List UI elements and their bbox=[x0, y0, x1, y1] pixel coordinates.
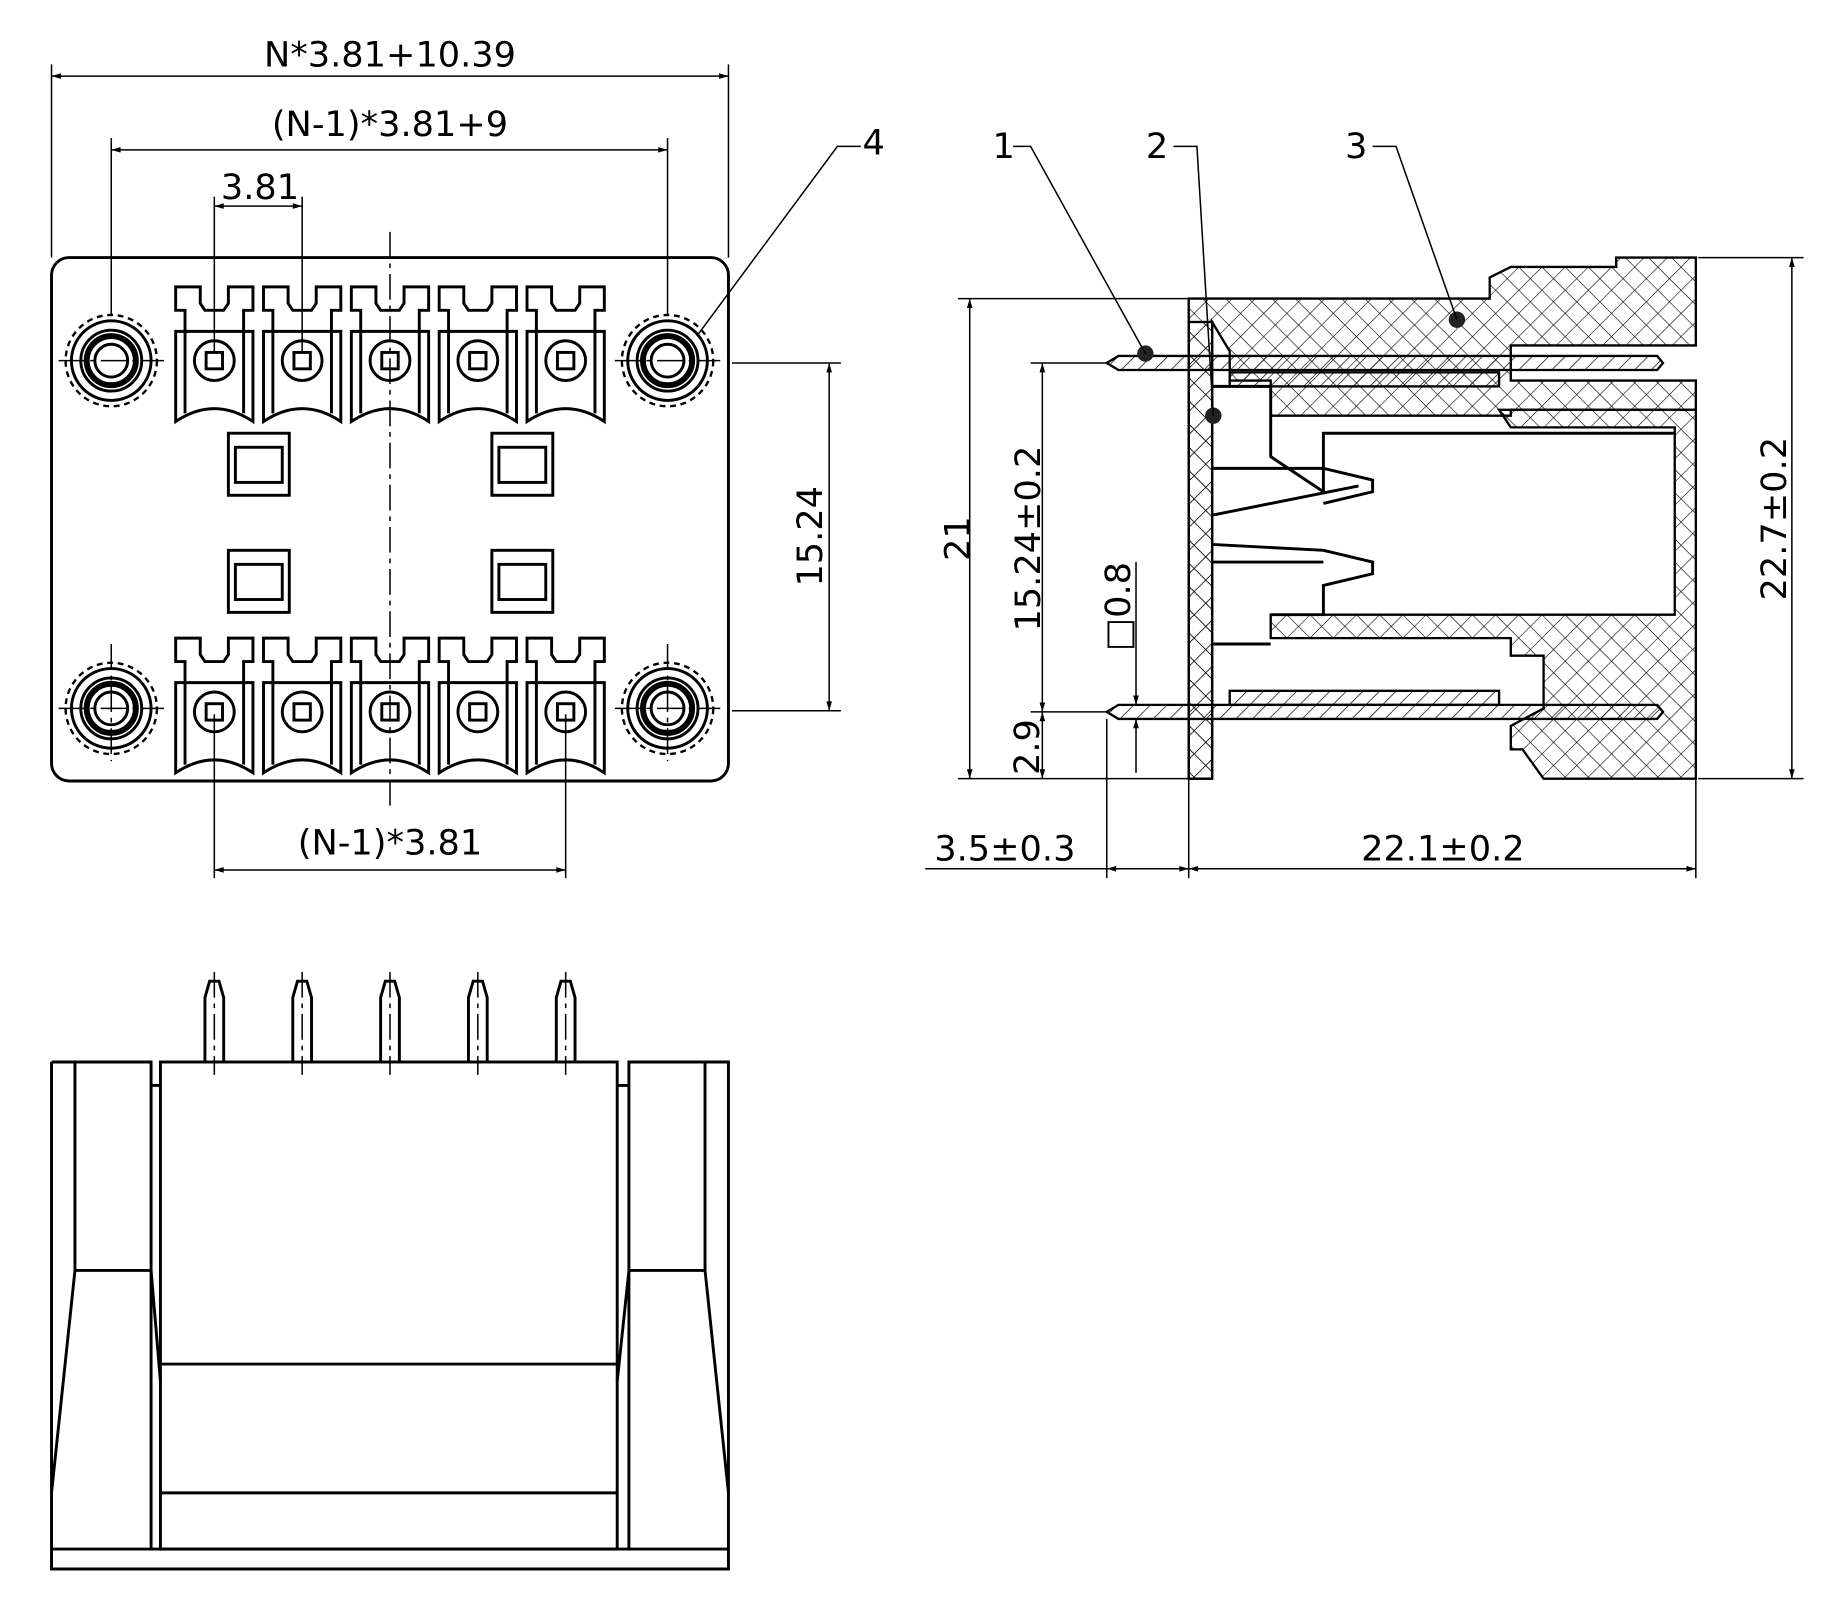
dim-body-length: 22.1±0.2 bbox=[1361, 829, 1525, 870]
mounting-holes bbox=[58, 315, 721, 762]
pin-top bbox=[1104, 354, 1665, 372]
dim-height-21: 21 bbox=[938, 516, 979, 561]
housing-section-top bbox=[1187, 256, 1698, 780]
dim-pin-span: (N-1)*3.81 bbox=[298, 823, 483, 864]
dim-pin-offset: 2.9 bbox=[1007, 719, 1048, 775]
dim-pitch: 3.81 bbox=[221, 167, 299, 208]
dim-mount-pitch: (N-1)*3.81+9 bbox=[272, 104, 508, 145]
side-view: 1 2 3 21 15.24±0.2 □0.8 2.9 22.7±0.2 3.5… bbox=[925, 126, 1804, 879]
dimension-lines bbox=[50, 64, 861, 879]
side-dimension-lines bbox=[925, 145, 1804, 879]
dim-total-width: N*3.81+10.39 bbox=[264, 35, 516, 76]
dim-row-spacing: 15.24 bbox=[790, 486, 831, 587]
callout-3: 3 bbox=[1345, 126, 1367, 167]
housing-wall bbox=[1187, 320, 1214, 780]
bottom-view bbox=[50, 970, 730, 1571]
callout-4: 4 bbox=[862, 123, 884, 164]
center-body bbox=[158, 1060, 619, 1551]
callout-1: 1 bbox=[992, 126, 1014, 167]
callout-2: 2 bbox=[1146, 126, 1168, 167]
dim-pin-square: □0.8 bbox=[1098, 562, 1139, 651]
dim-row-spacing-side: 15.24±0.2 bbox=[1008, 446, 1049, 632]
pin-bottom bbox=[1104, 703, 1665, 721]
dim-pin-length: 3.5±0.3 bbox=[934, 829, 1075, 870]
front-view: N*3.81+10.39 (N-1)*3.81+9 3.81 15.24 (N-… bbox=[50, 35, 885, 879]
housing-section-right bbox=[1269, 408, 1698, 780]
dim-total-height: 22.7±0.2 bbox=[1754, 437, 1795, 600]
top-pins bbox=[203, 970, 577, 1077]
